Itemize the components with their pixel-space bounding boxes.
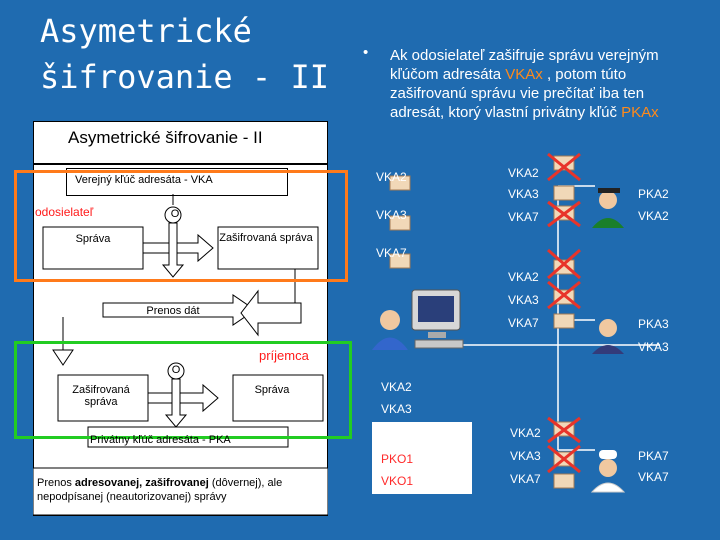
center-list-item: VKA2 [381, 380, 412, 394]
center-list-item: VKA3 [381, 402, 412, 416]
user3-incoming: VKA3 [510, 449, 541, 463]
panel-title: Asymetrické šifrovanie - II [68, 128, 263, 148]
transfer-label: Prenos dát [128, 305, 218, 317]
encrypt-circle-label: O [169, 208, 181, 220]
user3-key: VKA7 [638, 470, 669, 484]
bullet: • [363, 44, 368, 61]
sender-highlight [14, 170, 348, 282]
user1-incoming: VKA3 [508, 187, 539, 201]
envelope-icon [554, 186, 574, 200]
message-label: Správa [48, 233, 138, 245]
user1-incoming: VKA7 [508, 210, 539, 224]
envelope-icon [554, 314, 574, 328]
chef-icon [592, 450, 624, 492]
computer-icon [412, 290, 463, 348]
user-icon [592, 319, 624, 354]
user2-key: VKA3 [638, 340, 669, 354]
sender-label: odosielateľ [35, 205, 93, 219]
encrypted-label: Zašifrovaná správa [216, 232, 316, 244]
arrow-left-icon [241, 291, 301, 335]
mid-list-item: VKA3 [508, 293, 539, 307]
center-list-item: VKA7 [381, 424, 412, 438]
user1-key: PKA2 [638, 187, 669, 201]
center-list-item: PKO1 [381, 452, 413, 466]
slide-title: Asymetrické šifrovanie - II [40, 8, 329, 100]
transfer-note: Prenos adresovanej, zašifrovanej (dôvern… [37, 476, 317, 504]
user3-key: PKA7 [638, 449, 669, 463]
user3-incoming: VKA2 [510, 426, 541, 440]
user-icon [372, 310, 408, 350]
description: Ak odosielateľ zašifruje správu verejným… [390, 46, 690, 122]
decrypt-circle-label: O [170, 364, 182, 376]
mid-list-item: VKA7 [508, 316, 539, 330]
user1-incoming: VKA2 [508, 166, 539, 180]
top-list-item: VKA7 [376, 246, 407, 260]
center-list-item: VKO1 [381, 474, 413, 488]
user2-key: PKA3 [638, 317, 669, 331]
envelope-icon [554, 474, 574, 488]
private-key-label: Privátny kľúč adresáta - PKA [90, 434, 231, 446]
encrypted-label-2: Zašifrovaná správa [60, 384, 142, 408]
top-list-item: VKA2 [376, 170, 407, 184]
mid-list-item: VKA2 [508, 270, 539, 284]
receiver-label: príjemca [259, 348, 309, 363]
graduate-icon [592, 188, 624, 228]
message-label-2: Správa [237, 384, 307, 396]
top-list-item: VKA3 [376, 208, 407, 222]
user1-key: VKA2 [638, 209, 669, 223]
user3-incoming: VKA7 [510, 472, 541, 486]
